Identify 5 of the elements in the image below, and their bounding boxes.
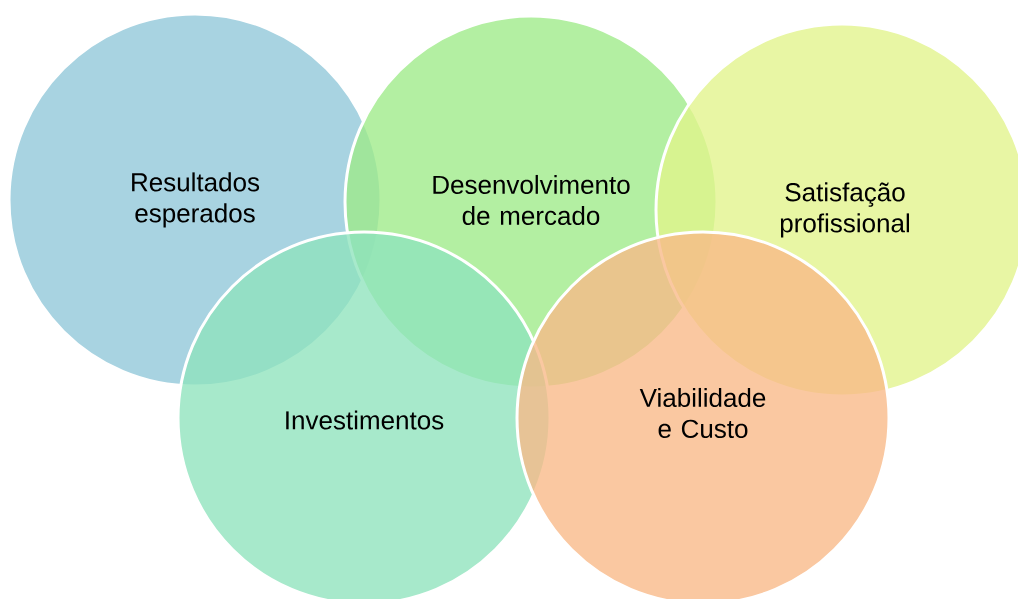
circle-label: Viabilidade e Custo — [639, 387, 766, 439]
circle-label: Investimentos — [286, 410, 444, 430]
circle-label: Desenvolvimento de mercado — [433, 174, 630, 226]
circle-label: Satisfação profissional — [780, 182, 909, 238]
circle-label: Resultados esperados — [132, 172, 260, 228]
